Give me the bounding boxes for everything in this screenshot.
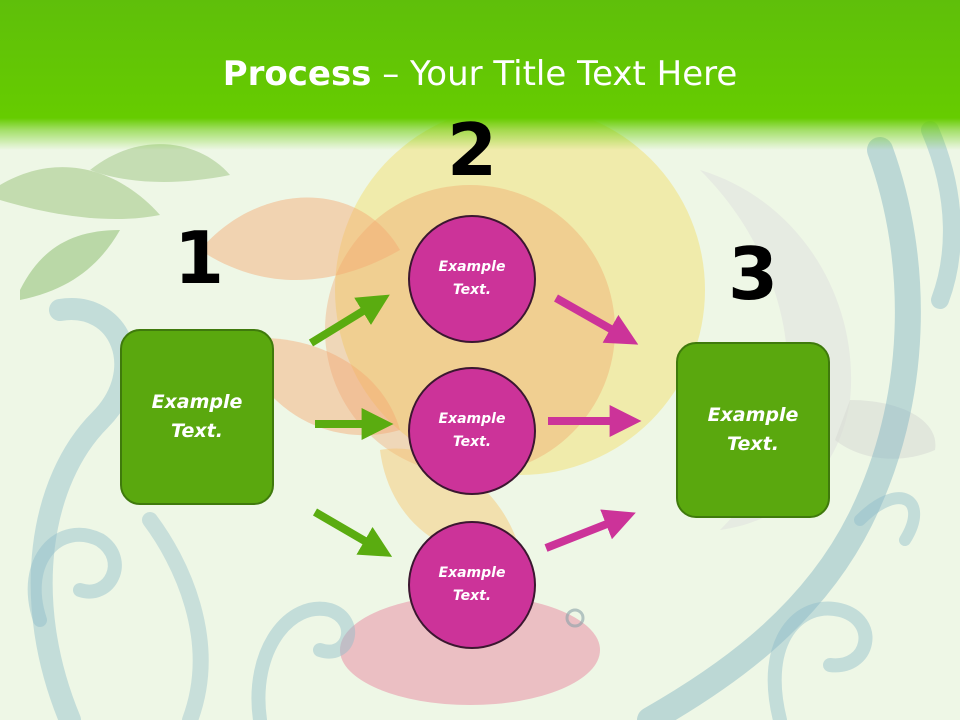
step-number-2: 2 [446, 108, 498, 192]
step-3-label-line1: Example [707, 404, 799, 426]
circle-top-label-line1: Example [438, 259, 506, 275]
circle-bottom-label-line2: Text. [452, 588, 492, 604]
step-1-box[interactable]: Example Text. [120, 329, 274, 505]
step-3-label-line2: Text. [727, 433, 779, 455]
arrow-green-down [312, 508, 393, 557]
circle-middle-label-line2: Text. [452, 434, 492, 450]
title-bold-part: Process [222, 54, 372, 94]
circle-top-label-line2: Text. [452, 282, 492, 298]
arrow-green-up [308, 294, 390, 347]
step-3-box[interactable]: Example Text. [676, 342, 830, 518]
step-2-circle-middle[interactable]: Example Text. [408, 367, 536, 495]
slide-title: Process – Your Title Text Here [0, 52, 960, 96]
step-2-circle-top[interactable]: Example Text. [408, 215, 536, 343]
step-number-3: 3 [727, 232, 779, 316]
step-2-circle-bottom[interactable]: Example Text. [408, 521, 536, 649]
step-1-label-line2: Text. [171, 420, 223, 442]
circle-middle-label-line1: Example [438, 411, 506, 427]
arrow-magenta-down [554, 294, 639, 345]
circle-bottom-label-line1: Example [438, 565, 506, 581]
title-banner [0, 0, 960, 150]
step-number-1: 1 [173, 216, 225, 300]
step-1-label-line1: Example [151, 391, 243, 413]
title-rest-part: – Your Title Text Here [371, 54, 738, 94]
arrow-magenta-up [544, 509, 636, 552]
